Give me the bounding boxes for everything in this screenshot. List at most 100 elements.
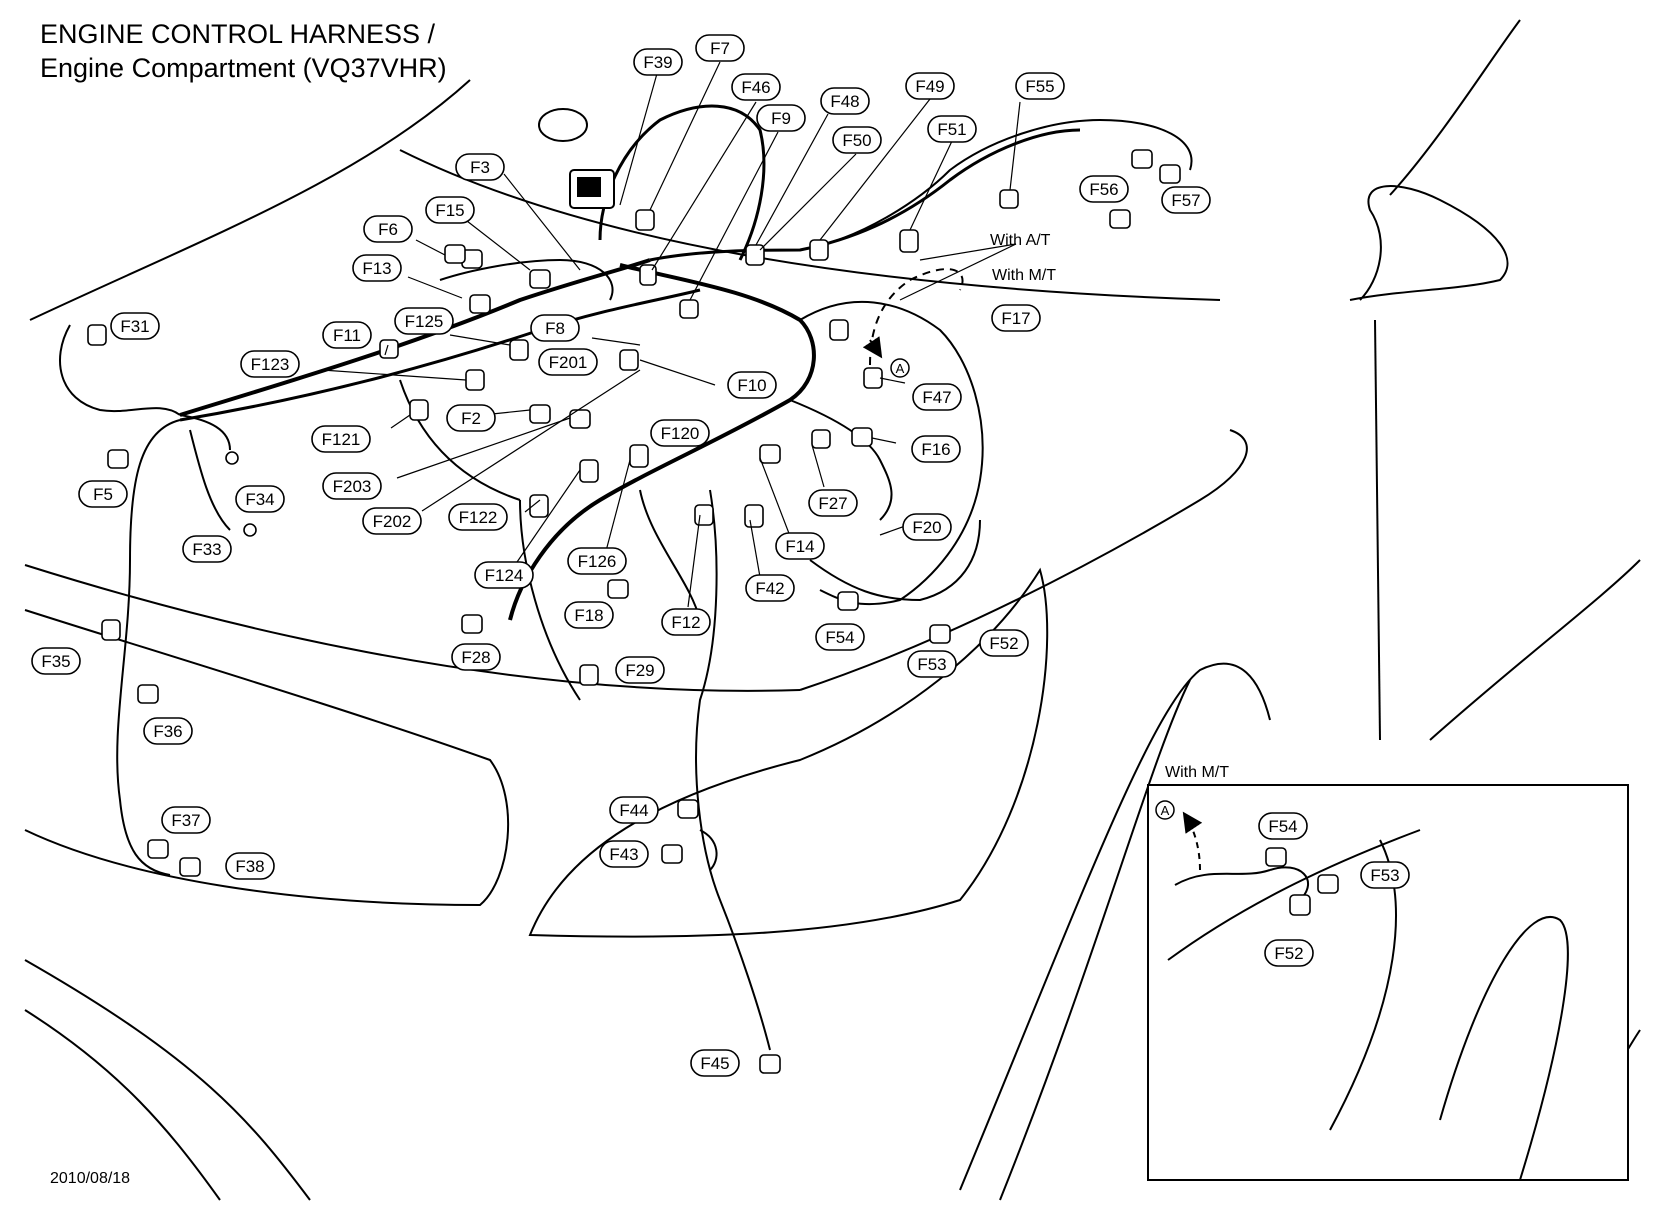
connector-label-f34: F34 (235, 485, 285, 513)
connector-label-f31-badge (110, 312, 160, 340)
connector-label-f53-badge (907, 650, 957, 678)
connector-label-f126-text: F126 (578, 552, 617, 571)
connector-label-f50: F50 (832, 126, 882, 154)
connector-label-f49-text: F49 (915, 77, 944, 96)
connector-label-f39-text: F39 (643, 53, 672, 72)
inset-connector-label-f53-text: F53 (1370, 866, 1399, 885)
connector-label-f122: F122 (448, 503, 508, 531)
connector-label-f55: F55 (1015, 72, 1065, 100)
connector-label-f57-text: F57 (1171, 191, 1200, 210)
ref-marker-label: A (896, 361, 905, 376)
connector-label-f2-badge (446, 404, 496, 432)
connector-label-f10: F10 (727, 371, 777, 399)
connector-label-f126-badge (567, 547, 627, 575)
diagram-title-line-2: Engine Compartment (VQ37VHR) (40, 53, 447, 83)
connector-label-f7: F7 (695, 34, 745, 62)
connector-label-f47-badge (912, 383, 962, 411)
connector-label-f46-text: F46 (741, 78, 770, 97)
connector-label-f203: F203 (322, 472, 382, 500)
connector-label-f2: F2 (446, 404, 496, 432)
connector-label-f37: F37 (161, 806, 211, 834)
connector-label-f121: F121 (311, 425, 371, 453)
connector-label-f120: F120 (650, 419, 710, 447)
variant-route-arrow (862, 336, 883, 359)
inset-wire (1174, 869, 1271, 886)
ground-eyelets (225, 451, 257, 537)
connector-label-f17-text: F17 (1001, 309, 1030, 328)
inset-connector-label-f52: F52 (1264, 939, 1314, 967)
connector-label-f11-badge (322, 321, 372, 349)
inset-ref-circle (1155, 800, 1175, 820)
connector-label-f54-badge (815, 623, 865, 651)
connector-label-f48: F48 (820, 87, 870, 115)
connector-label-f3-badge (455, 153, 505, 181)
connector-label-f57: F57 (1161, 186, 1211, 214)
inset-dashed-route (1182, 811, 1203, 871)
connector-label-f35-badge (31, 647, 81, 675)
inset-body-line (1167, 829, 1421, 961)
inset-ref-label: A (1161, 803, 1170, 818)
connector-label-f13-badge (352, 254, 402, 282)
connector-label-f44-badge (609, 796, 659, 824)
connector-label-f203-badge (322, 472, 382, 500)
connector-label-f56-badge (1079, 175, 1129, 203)
connector-label-f18-badge (564, 601, 614, 629)
connector-label-f56: F56 (1079, 175, 1129, 203)
connector-label-f121-text: F121 (322, 430, 361, 449)
connector-label-f52-badge (979, 629, 1029, 657)
connector-label-f201: F201 (538, 348, 598, 376)
connector-label-f38-text: F38 (235, 857, 264, 876)
connector-label-f20: F20 (902, 513, 952, 541)
connector-label-f37-badge (161, 806, 211, 834)
connector-label-f14-badge (775, 532, 825, 560)
connector-label-f43-text: F43 (609, 845, 638, 864)
connector-label-f34-text: F34 (245, 490, 274, 509)
connector-label-f122-text: F122 (459, 508, 498, 527)
inset-wire-2 (1269, 866, 1310, 901)
connector-label-f203-text: F203 (333, 477, 372, 496)
inset-title: With M/T (1165, 764, 1229, 781)
connector-label-f11: F11 (322, 321, 372, 349)
connector-label-f51: F51 (927, 115, 977, 143)
connector-label-f12-badge (661, 608, 711, 636)
connector-label-f11-text: F11 (333, 326, 361, 345)
connector-label-f29-text: F29 (625, 661, 654, 680)
inset-connector-label-f54: F54 (1258, 812, 1308, 840)
connector-label-f48-badge (820, 87, 870, 115)
connector-label-f44-text: F44 (619, 801, 648, 820)
connector-label-f10-badge (727, 371, 777, 399)
connector-label-f8-badge (530, 314, 580, 342)
connector-label-f202-text: F202 (373, 512, 412, 531)
connector-label-f6-badge (363, 215, 413, 243)
connector-label-f51-text: F51 (937, 120, 966, 139)
connector-label-f123: F123 (240, 350, 300, 378)
leader-lines (321, 61, 1021, 608)
top-sensor (538, 108, 615, 209)
connector-label-f46: F46 (731, 73, 781, 101)
connector-label-f36-text: F36 (153, 722, 182, 741)
connector-label-f9-badge (756, 104, 806, 132)
connector-label-f201-badge (538, 348, 598, 376)
ref-marker-circle (890, 358, 910, 378)
connector-label-f38: F38 (225, 852, 275, 880)
connector-label-f56-text: F56 (1089, 180, 1118, 199)
connector-label-f27-badge (808, 489, 858, 517)
connector-label-f35: F35 (31, 647, 81, 675)
connector-label-f33: F33 (182, 535, 232, 563)
inset-body-line-3 (1439, 916, 1569, 1181)
connector-label-f47-text: F47 (922, 388, 951, 407)
connector-label-f53: F53 (907, 650, 957, 678)
connector-label-f27: F27 (808, 489, 858, 517)
inset-connector-label-f53: F53 (1360, 861, 1410, 889)
connector-label-f2-text: F2 (461, 409, 481, 428)
connector-label-f20-text: F20 (912, 518, 941, 537)
connector-label-f6: F6 (363, 215, 413, 243)
inset-connector-label-f54-text: F54 (1268, 817, 1297, 836)
connector-label-f36: F36 (143, 717, 193, 745)
connector-label-f121-badge (311, 425, 371, 453)
inset-plug-3 (1289, 894, 1311, 916)
connector-label-f123-text: F123 (251, 355, 290, 374)
